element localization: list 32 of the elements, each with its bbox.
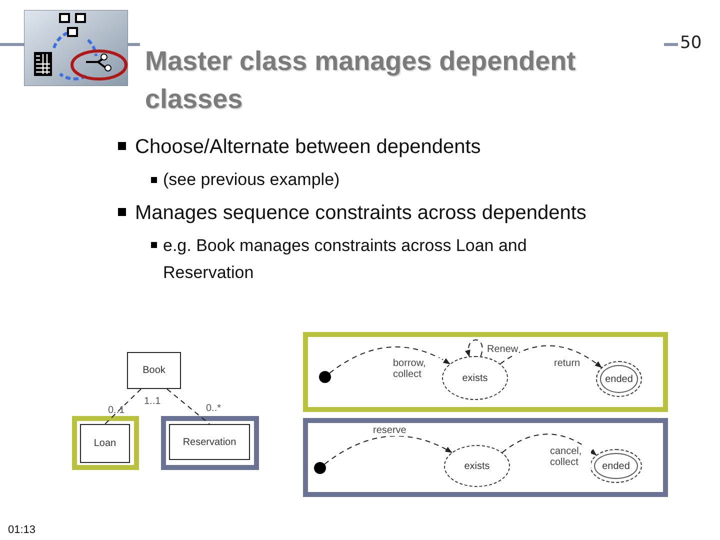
bullet-text: Manages sequence constraints across dependents <box>135 201 586 226</box>
final-state: ended <box>590 449 642 483</box>
bullet-text: (see previous example) <box>163 169 340 191</box>
class-box: Reservation <box>169 424 250 460</box>
bullet-text: Choose/Alternate between dependents <box>135 135 481 160</box>
edge-label: Renew <box>486 344 520 355</box>
final-state: ended <box>596 361 642 397</box>
initial-state <box>314 462 326 474</box>
class-box: Loan <box>80 424 130 463</box>
edge-label: reserve <box>372 425 408 436</box>
timestamp: 01:13 <box>8 523 36 538</box>
association-line <box>104 388 142 424</box>
multiplicity-label: 0..1 <box>108 405 125 417</box>
multiplicity-label: 1..1 <box>144 396 161 408</box>
transition-arrow <box>500 345 602 368</box>
class-box: Book <box>127 352 181 389</box>
transition-arrow <box>329 346 450 374</box>
transition-arrow <box>465 339 483 358</box>
slide-title: Master class manages dependent classes <box>145 45 577 116</box>
bullet-text: e.g. Book manages constraints across Loan and Reservation <box>163 235 528 284</box>
multiplicity-label: 0..* <box>206 403 222 415</box>
initial-state <box>319 371 331 383</box>
edge-label: cancel, collect <box>549 446 591 468</box>
diagram-panel <box>303 418 668 497</box>
edge-label: borrow, collect <box>392 358 442 380</box>
state-ellipse: exists <box>444 445 510 487</box>
transition-arrow <box>324 436 452 465</box>
edge-label: return <box>553 358 582 369</box>
diagram-panel <box>303 332 668 412</box>
transition-arrow <box>502 434 597 456</box>
page-number: 50 <box>680 33 702 53</box>
association-line <box>166 388 210 424</box>
